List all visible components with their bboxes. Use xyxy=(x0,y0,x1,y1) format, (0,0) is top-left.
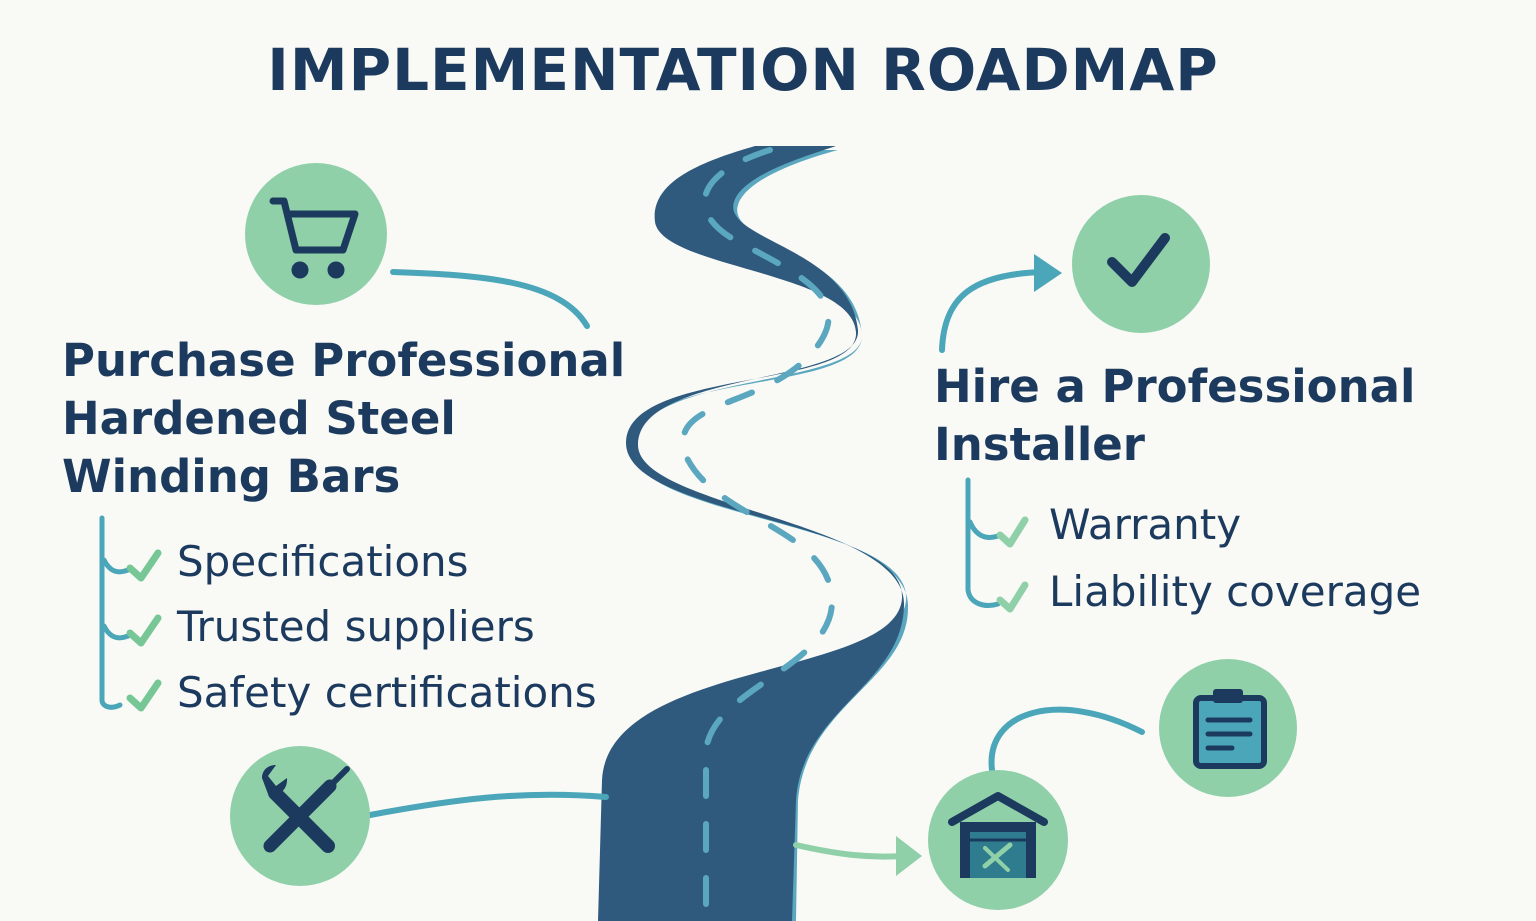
heading-line: Installer xyxy=(934,418,1146,471)
liability-coverage-item: Liability coverage xyxy=(1049,567,1422,616)
check-icon xyxy=(126,614,162,647)
trusted-suppliers-item: Trusted suppliers xyxy=(177,602,535,651)
heading-line: Winding Bars xyxy=(62,450,401,503)
cart-connector xyxy=(390,269,590,329)
hire-badge xyxy=(1072,195,1210,333)
tools-icon xyxy=(262,765,350,853)
road-to-garage-arrow xyxy=(793,842,905,860)
cart-badge xyxy=(245,163,387,305)
check-icon xyxy=(126,549,162,582)
check-icon xyxy=(126,679,162,712)
clipboard-badge xyxy=(1159,659,1297,797)
right-checklist-bracket xyxy=(965,477,1029,613)
road-surface xyxy=(598,146,905,921)
roadmap-title: IMPLEMENTATION ROADMAP xyxy=(267,36,1219,104)
left-checklist-bracket xyxy=(99,515,162,712)
arrowhead-icon xyxy=(896,836,922,876)
winding-road xyxy=(598,146,909,921)
garage-icon xyxy=(948,792,1048,878)
checkmark-icon xyxy=(1107,233,1170,287)
hire-step-heading: Hire a Professional Installer xyxy=(934,358,1415,474)
specifications-item: Specifications xyxy=(177,537,469,586)
purchase-step-heading: Purchase Professional Hardened Steel Win… xyxy=(62,332,625,506)
hire-connector-arrow xyxy=(939,269,1043,353)
warranty-item: Warranty xyxy=(1049,500,1242,549)
check-icon xyxy=(996,516,1029,548)
clipboard-icon xyxy=(1193,689,1267,769)
arrowhead-icon xyxy=(1034,254,1062,292)
heading-line: Purchase Professional xyxy=(62,334,626,387)
garage-badge xyxy=(928,770,1068,910)
garage-to-clipboard-connector xyxy=(988,706,1145,773)
heading-line: Hire a Professional xyxy=(934,360,1416,413)
tools-badge xyxy=(230,746,370,886)
tools-connector xyxy=(367,791,609,818)
road-center-line xyxy=(680,147,836,921)
heading-line: Hardened Steel xyxy=(62,392,456,445)
check-icon xyxy=(996,581,1029,613)
safety-certifications-item: Safety certifications xyxy=(177,668,597,717)
shopping-cart-icon xyxy=(269,197,359,279)
